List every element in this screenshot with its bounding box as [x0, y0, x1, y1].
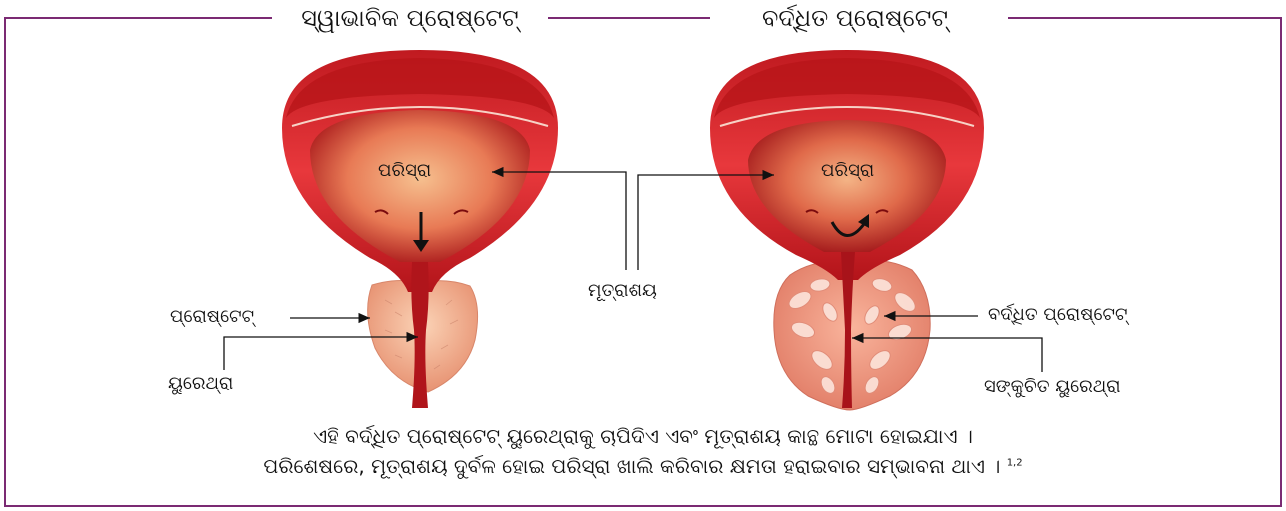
urethra-label: ୟୁରେଥ୍ରା	[168, 373, 233, 394]
enlarged-prostate-label: ବର୍ଦ୍ଧିତ ପ୍ରୋଷ୍ଟେଟ୍	[988, 304, 1127, 325]
caption-line-2-text: ପରିଶେଷରେ, ମୂତ୍ରାଶୟ ଦୁର୍ବଳ ହୋଇ ପରିସ୍ରା ଖା…	[263, 454, 1000, 478]
normal-prostate-illustration	[282, 50, 558, 408]
urinary-bladder-label: ମୂତ୍ରାଶୟ	[588, 280, 657, 301]
constricted-urethra-label: ସଙ୍କୁଚିତ ୟୁରେଥ୍ରା	[984, 376, 1121, 397]
caption-line-1: ଏହି ବର୍ଦ୍ଧିତ ପ୍ରୋଷ୍ଟେଟ୍ ୟୁରେଥ୍ରାକୁ ଚାପିଦ…	[0, 424, 1286, 448]
bladder-label-right: ପରିସ୍ରା	[821, 160, 874, 181]
caption-reference: 1,2	[1007, 457, 1023, 468]
prostate-label: ପ୍ରୋଷ୍ଟେଟ୍	[170, 306, 254, 327]
caption-line-2: ପରିଶେଷରେ, ମୂତ୍ରାଶୟ ଦୁର୍ବଳ ହୋଇ ପରିସ୍ରା ଖା…	[0, 454, 1286, 478]
enlarged-prostate-illustration	[710, 50, 984, 410]
bladder-label-left: ପରିସ୍ରା	[378, 160, 431, 181]
